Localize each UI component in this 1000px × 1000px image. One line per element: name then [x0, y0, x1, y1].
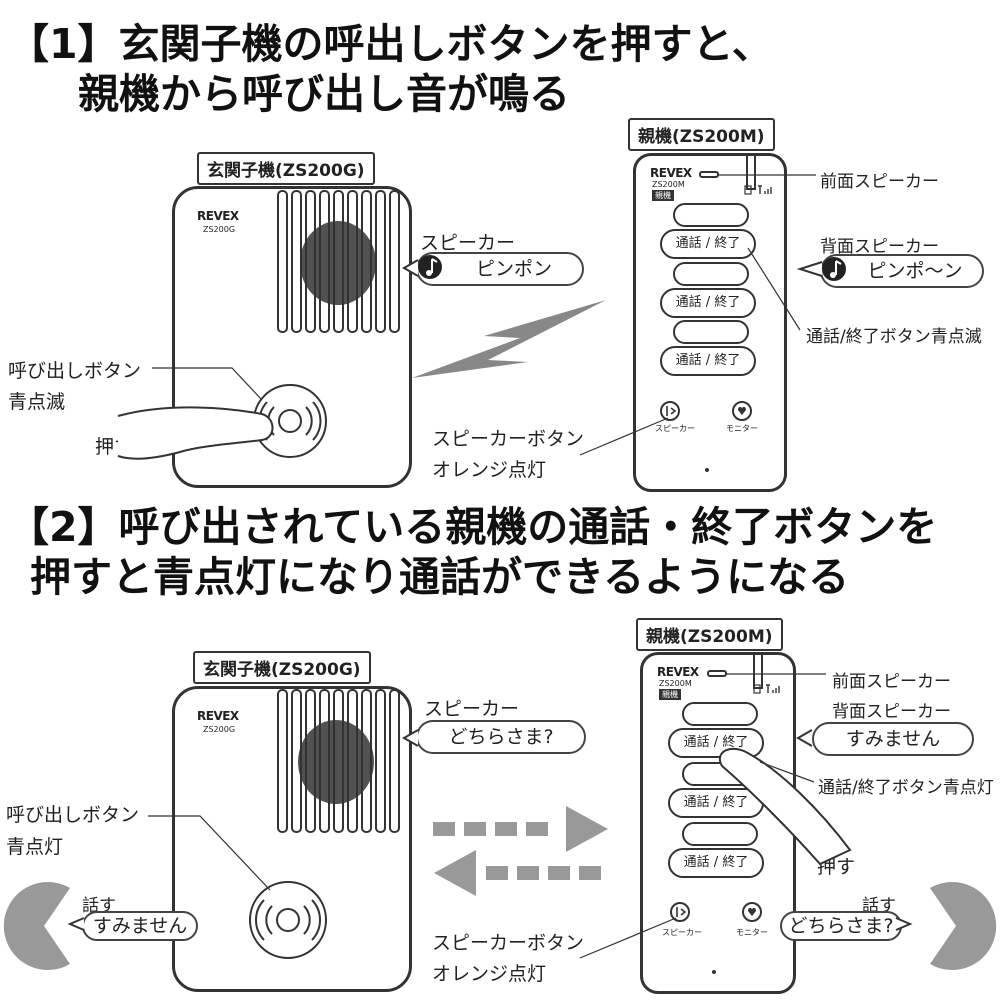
call-button[interactable] [249, 881, 327, 959]
door-unit-title: 玄関子機(ZS200G) [193, 651, 371, 684]
speaker-button[interactable] [670, 902, 690, 922]
door-unit-model: ZS200G [203, 725, 236, 734]
battery-icon [744, 185, 752, 195]
door-unit-brand: REVEX [197, 709, 239, 723]
base-speech-text: すみません [845, 728, 941, 750]
resident-speech-bubble: どちらさま? [780, 911, 902, 941]
leader-line [747, 247, 801, 331]
door-unit-title: 玄関子機(ZS200G) [197, 152, 375, 185]
base-unit-tag: 親機 [652, 190, 674, 201]
speaker-label: スピーカー [424, 698, 520, 720]
talk-button-label: 通話/終了ボタン青点灯 [818, 778, 994, 798]
section1-heading-line1: 【1】玄関子機の呼出しボタンを押すと、 [8, 20, 773, 68]
talk-end-label: 通話 / 終了 [683, 735, 749, 750]
door-sound-text: ピンポン [475, 258, 552, 280]
talk-end-label: 通話 / 終了 [675, 236, 741, 251]
resident-face-icon [930, 882, 997, 970]
call-button-status: 青点滅 [8, 391, 66, 413]
call-button-label: 呼び出しボタン [8, 360, 142, 382]
speaker-button-caption: スピーカー [662, 928, 702, 937]
talk-end-button[interactable]: 通話 / 終了 [660, 346, 756, 376]
visitor-speech-bubble: すみません [82, 911, 198, 941]
section1-heading-line2: 親機から呼び出し音が鳴る [78, 70, 570, 118]
call-button[interactable] [253, 384, 327, 458]
front-speaker-slot [707, 670, 727, 677]
heart-icon [748, 907, 756, 916]
leader-line [759, 761, 815, 783]
rear-speaker-label: 背面スピーカー [832, 702, 951, 722]
speaker-button-label: スピーカーボタン [432, 428, 585, 450]
signal-icon [758, 185, 772, 194]
door-speech-text: どちらさま? [448, 726, 554, 748]
music-note-icon [418, 255, 442, 279]
heart-icon [738, 406, 746, 415]
base-unit-brand: REVEX [650, 166, 692, 180]
signal-icon [766, 684, 780, 693]
base-sound-text: ピンポ～ン [867, 260, 963, 282]
talk-end-button[interactable]: 通話 / 終了 [660, 229, 756, 259]
base-unit-title: 親機(ZS200M) [628, 118, 775, 151]
monitor-button-caption: モニター [726, 424, 758, 433]
base-unit-title: 親機(ZS200M) [636, 618, 783, 651]
speaker-button-status: オレンジ点灯 [432, 963, 547, 985]
music-note-icon [822, 257, 846, 281]
battery-icon [753, 684, 761, 694]
idle-button[interactable] [673, 262, 749, 286]
door-speech-bubble: どちらさま? [416, 720, 586, 754]
section2-heading-line1: 【2】呼び出されている親機の通話・終了ボタンを [8, 503, 938, 551]
call-button-label: 呼び出しボタン [6, 804, 140, 826]
idle-button[interactable] [673, 320, 749, 344]
talk-end-button[interactable]: 通話 / 終了 [668, 848, 764, 878]
speaker-cone [300, 221, 376, 305]
base-unit-tag: 親機 [659, 689, 681, 700]
visitor-speech-text: すみません [92, 915, 188, 937]
speaker-button-label: スピーカーボタン [432, 932, 585, 954]
idle-button[interactable] [682, 822, 758, 846]
base-unit-model: ZS200M [659, 679, 692, 688]
front-speaker-slot [699, 171, 719, 178]
talk-end-label: 通話 / 終了 [675, 295, 741, 310]
call-button-status: 青点灯 [6, 836, 64, 858]
resident-speech-text: どちらさま? [788, 915, 894, 937]
front-speaker-label: 前面スピーカー [820, 172, 939, 192]
door-unit-model: ZS200G [203, 225, 236, 234]
talk-end-label: 通話 / 終了 [683, 795, 749, 810]
idle-button[interactable] [673, 203, 749, 227]
speaker-cone [298, 720, 374, 804]
speaker-label: スピーカー [420, 232, 516, 254]
front-speaker-label: 前面スピーカー [832, 672, 951, 692]
idle-button[interactable] [682, 702, 758, 726]
talk-end-label: 通話 / 終了 [675, 353, 741, 368]
talk-button-label: 通話/終了ボタン青点滅 [806, 327, 982, 347]
monitor-button-caption: モニター [736, 928, 768, 937]
talk-end-label: 通話 / 終了 [683, 855, 749, 870]
visitor-face-icon [3, 882, 70, 970]
talk-end-button[interactable]: 通話 / 終了 [660, 288, 756, 318]
leader-line [579, 917, 677, 959]
speaker-button-caption: スピーカー [655, 424, 695, 433]
rear-speaker-label: 背面スピーカー [820, 237, 939, 257]
talk-end-button[interactable]: 通話 / 終了 [668, 788, 764, 818]
section2-heading-line2: 押すと青点灯になり通話ができるようになる [30, 553, 850, 601]
base-unit-brand: REVEX [657, 665, 699, 679]
lightning-bolt-icon [412, 300, 606, 378]
finger [719, 747, 852, 866]
leader-line [579, 417, 669, 456]
leader-line [152, 367, 263, 401]
leader-line [148, 815, 271, 891]
arrow-right-icon [433, 806, 608, 852]
speaker-button[interactable] [660, 401, 680, 421]
base-unit-model: ZS200M [652, 180, 685, 189]
arrow-left-icon [434, 850, 601, 896]
speaker-button-status: オレンジ点灯 [432, 459, 547, 481]
base-sound-bubble: ピンポ～ン [820, 254, 984, 288]
door-unit-brand: REVEX [197, 209, 239, 223]
finger [117, 406, 274, 460]
base-speech-bubble: すみません [812, 722, 974, 756]
door-sound-bubble: ピンポン [416, 252, 584, 286]
